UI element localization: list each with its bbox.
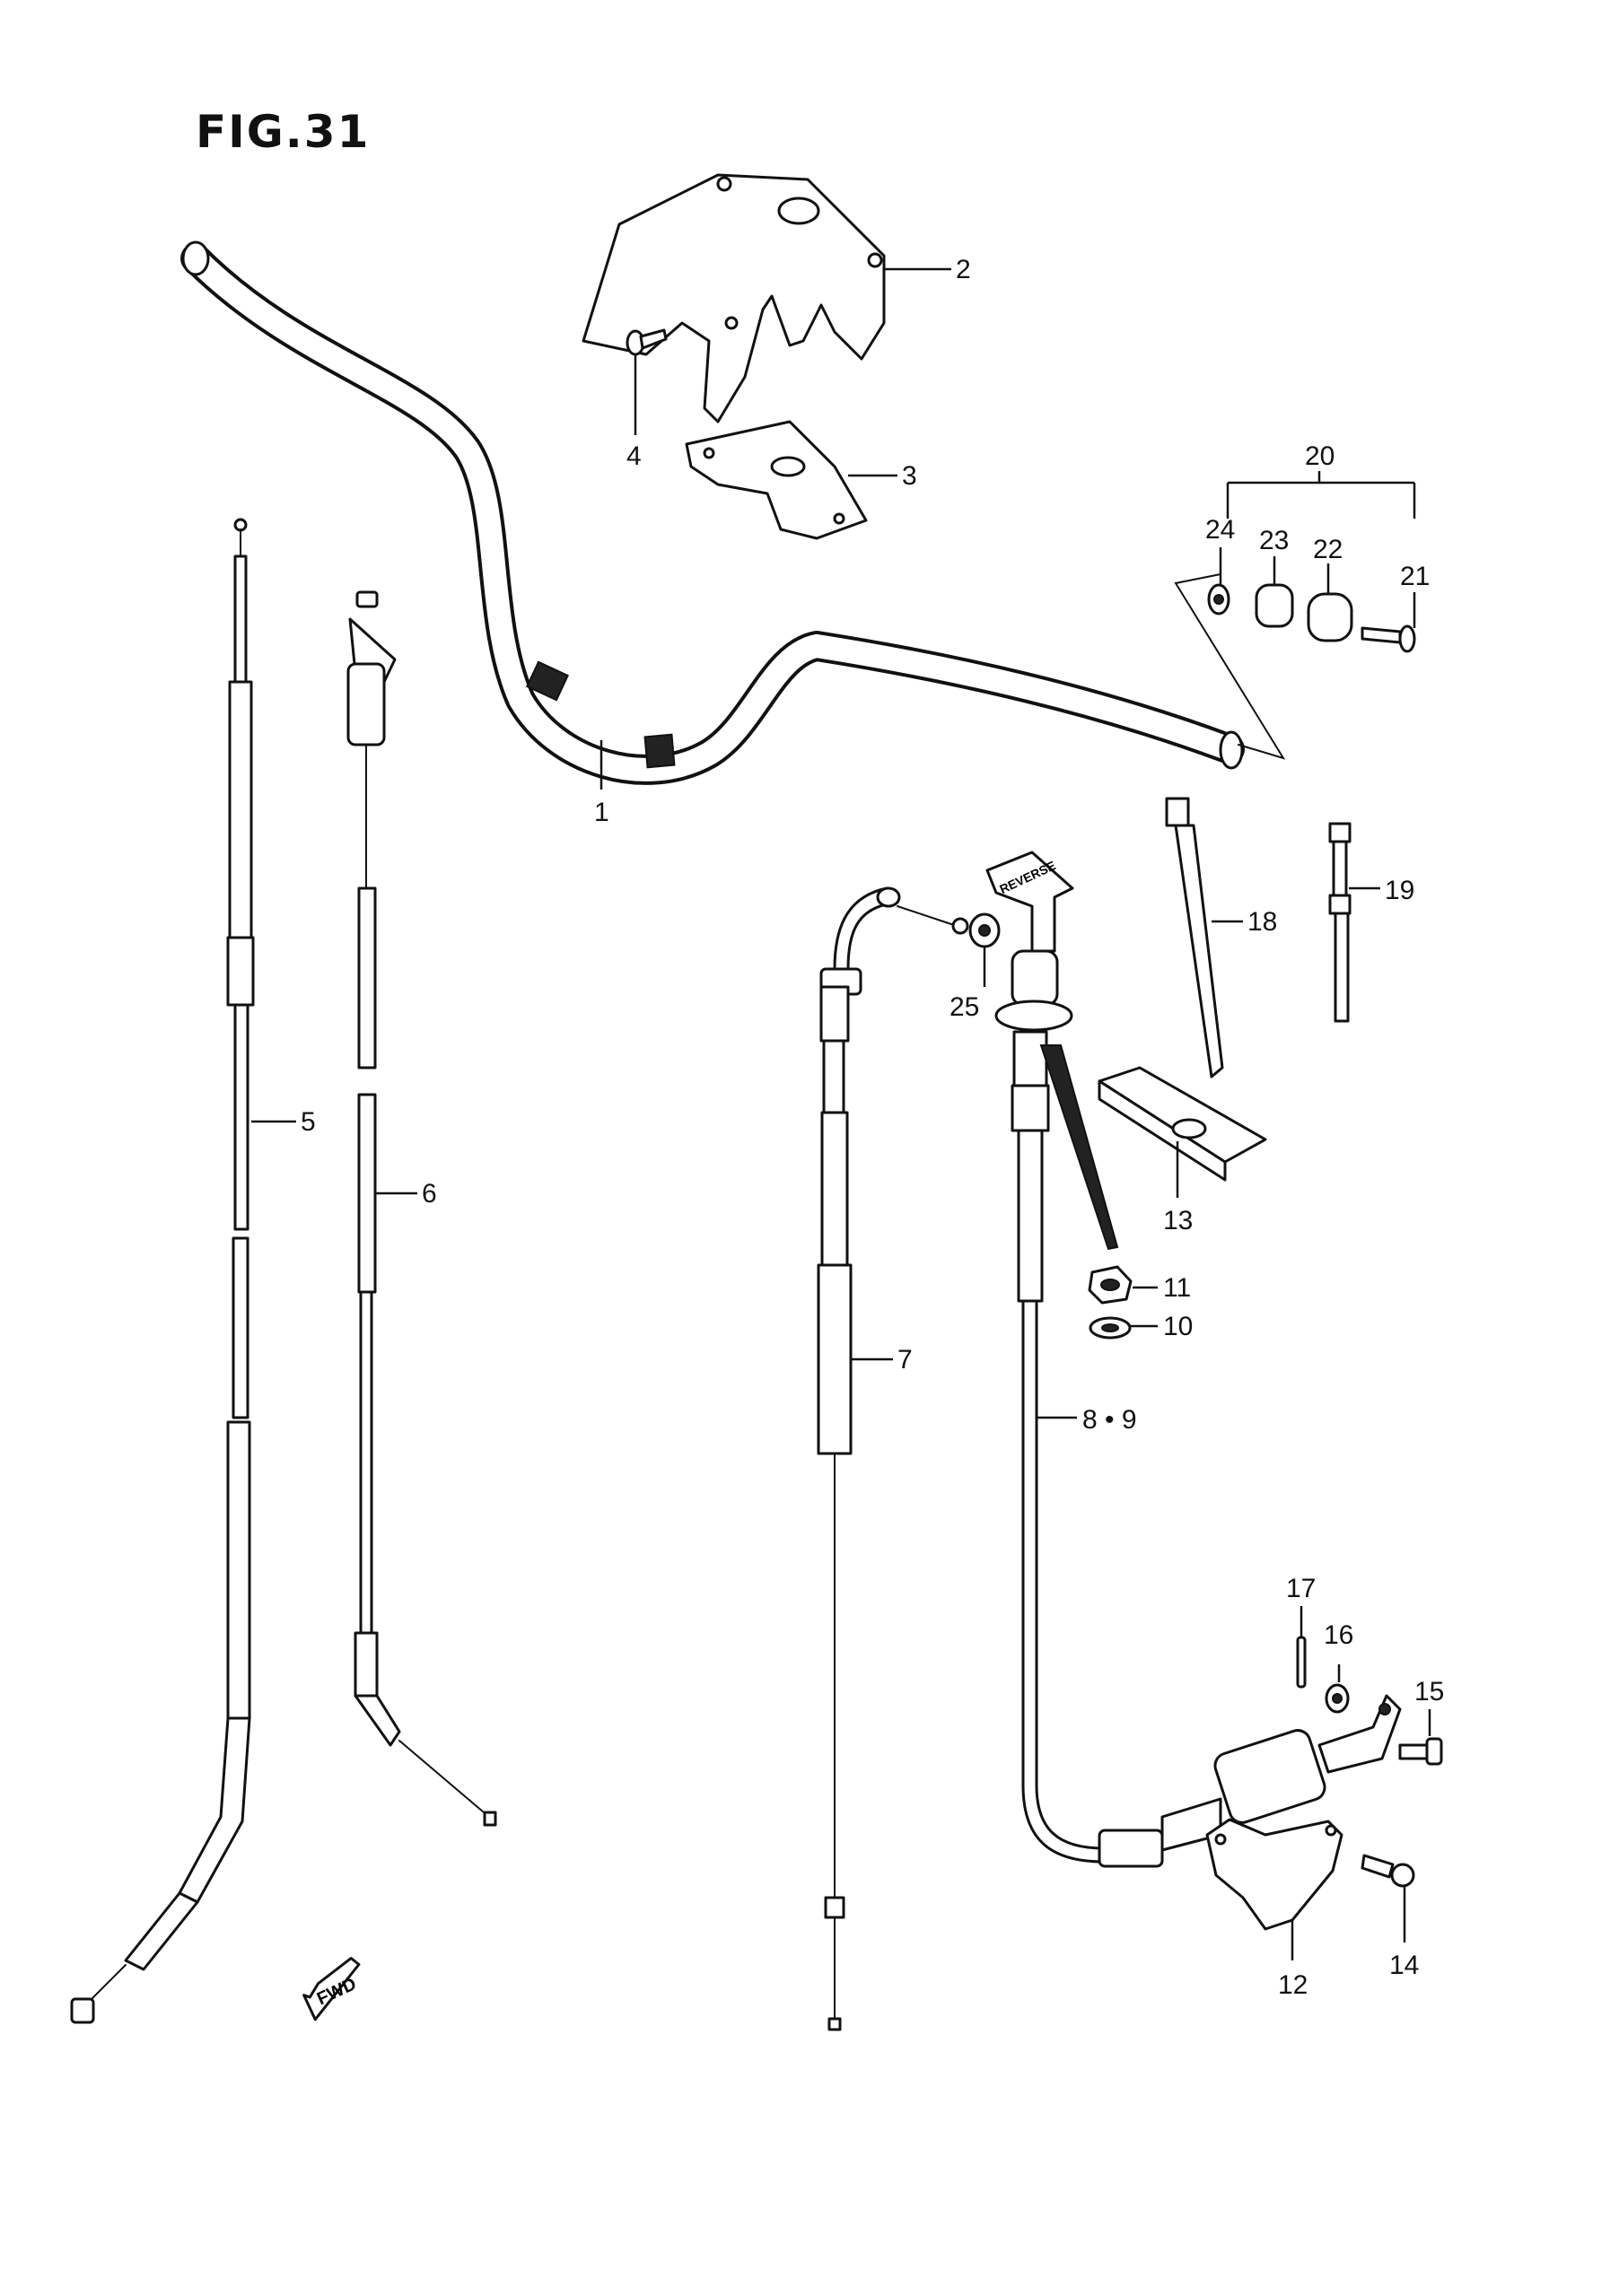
callout-14: 14	[1389, 1951, 1419, 1980]
callout-4: 4	[626, 441, 642, 471]
washer-10	[1089, 1316, 1132, 1340]
callout-5: 5	[301, 1107, 316, 1137]
callout-24: 24	[1205, 515, 1235, 545]
callout-7: 7	[897, 1345, 913, 1375]
callout-labels: 1 2 3 4 5 6 7 8 • 9 10 11 12 13 14 15 16…	[301, 255, 1444, 2000]
callout-12: 12	[1278, 1970, 1308, 2000]
callout-25: 25	[950, 992, 979, 1022]
throttle-cable	[70, 518, 255, 2024]
nut-11	[1088, 1265, 1133, 1305]
handlebar-cover	[582, 173, 886, 423]
callout-13: 13	[1163, 1206, 1193, 1235]
clamp-band-19	[1328, 822, 1352, 1023]
brake-cable	[817, 886, 969, 2031]
pin-17	[1296, 1636, 1307, 1689]
screw-4	[626, 328, 668, 356]
mount-plate-13	[1098, 1066, 1267, 1182]
handlebar	[180, 240, 1286, 785]
washer-16	[1325, 1683, 1350, 1714]
bar-end-kit	[1207, 583, 1416, 653]
forward-arrow-icon: FWD	[302, 1957, 361, 2021]
callout-1: 1	[594, 798, 609, 827]
bolt-15	[1398, 1737, 1443, 1766]
callout-17: 17	[1286, 1574, 1316, 1603]
bolt-14	[1361, 1854, 1415, 1888]
callout-6: 6	[422, 1179, 437, 1209]
callout-16: 16	[1324, 1620, 1353, 1650]
callout-10: 10	[1163, 1312, 1193, 1341]
callout-11: 11	[1163, 1273, 1191, 1303]
cable-bracket-12	[1205, 1818, 1343, 1931]
callout-3: 3	[902, 461, 917, 491]
callout-22: 22	[1313, 535, 1343, 564]
nut-25	[968, 912, 1001, 948]
choke-cable	[346, 590, 497, 1827]
callout-20: 20	[1305, 441, 1335, 471]
callout-8-9: 8 • 9	[1082, 1405, 1137, 1435]
callout-19: 19	[1385, 876, 1414, 905]
callout-2: 2	[956, 255, 971, 284]
cable-tie-18	[1165, 797, 1224, 1078]
callout-23: 23	[1259, 526, 1289, 555]
cover-bracket	[685, 420, 868, 540]
callout-21: 21	[1400, 562, 1430, 591]
callout-18: 18	[1247, 907, 1277, 937]
reverse-cable: REVERSE	[985, 851, 1402, 1868]
figure-title: FIG.31	[196, 106, 371, 158]
leader-lines	[251, 267, 1431, 1960]
callout-15: 15	[1414, 1677, 1444, 1707]
